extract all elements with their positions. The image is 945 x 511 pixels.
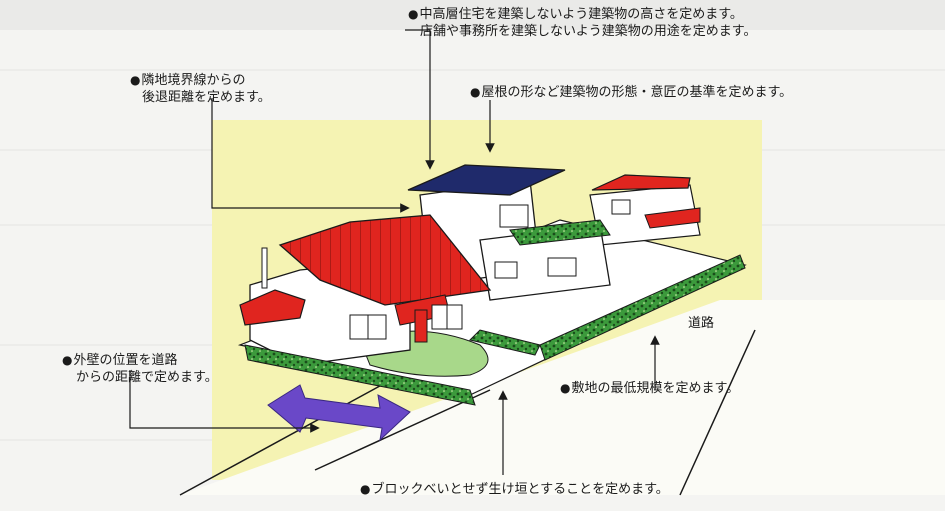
callout-hedge-line1: ブロックべいとせず生け垣とすることを定めます。 bbox=[371, 482, 669, 497]
bullet-icon: ● bbox=[360, 482, 371, 496]
bullet-icon: ● bbox=[470, 85, 481, 99]
callout-design: ●屋根の形など建築物の形態・意匠の基準を定めます。 bbox=[470, 84, 792, 101]
callout-wall-position-line1: 外壁の位置を道路 bbox=[73, 353, 178, 368]
callout-setback: ●隣地境界線からの 後退距離を定めます。 bbox=[130, 72, 271, 106]
front-hedge bbox=[244, 344, 476, 406]
callout-setback-line1: 隣地境界線からの bbox=[141, 73, 246, 88]
red-roof-house bbox=[239, 214, 492, 366]
callout-setback-line2: 後退距離を定めます。 bbox=[142, 90, 271, 105]
bullet-icon: ● bbox=[62, 353, 73, 367]
bullet-icon: ● bbox=[560, 381, 571, 395]
callout-design-line1: 屋根の形など建築物の形態・意匠の基準を定めます。 bbox=[481, 85, 793, 100]
callout-wall-position-line2: からの距離で定めます。 bbox=[76, 370, 218, 385]
bullet-icon: ● bbox=[408, 7, 419, 21]
callout-min-lot: ●敷地の最低規模を定めます。 bbox=[560, 380, 739, 397]
back-house bbox=[589, 174, 701, 246]
side-hedge bbox=[539, 254, 746, 361]
inner-hedge bbox=[469, 329, 541, 356]
callout-hedge: ●ブロックべいとせず生け垣とすることを定めます。 bbox=[360, 481, 669, 498]
callout-wall-position: ●外壁の位置を道路 からの距離で定めます。 bbox=[62, 352, 218, 386]
leader-lines bbox=[129, 29, 660, 475]
callout-height-use-line1: 中高層住宅を建築しないよう建築物の高さを定めます。 bbox=[419, 7, 743, 22]
road-label: 道路 bbox=[688, 316, 715, 331]
callout-height-use: ●中高層住宅を建築しないよう建築物の高さを定めます。 店舗や事務所を建築しないよ… bbox=[408, 6, 756, 40]
callout-height-use-line2: 店舗や事務所を建築しないよう建築物の用途を定めます。 bbox=[420, 24, 757, 39]
callout-min-lot-line1: 敷地の最低規模を定めます。 bbox=[571, 381, 740, 396]
setback-double-arrow bbox=[267, 384, 411, 442]
bullet-icon: ● bbox=[130, 73, 141, 87]
